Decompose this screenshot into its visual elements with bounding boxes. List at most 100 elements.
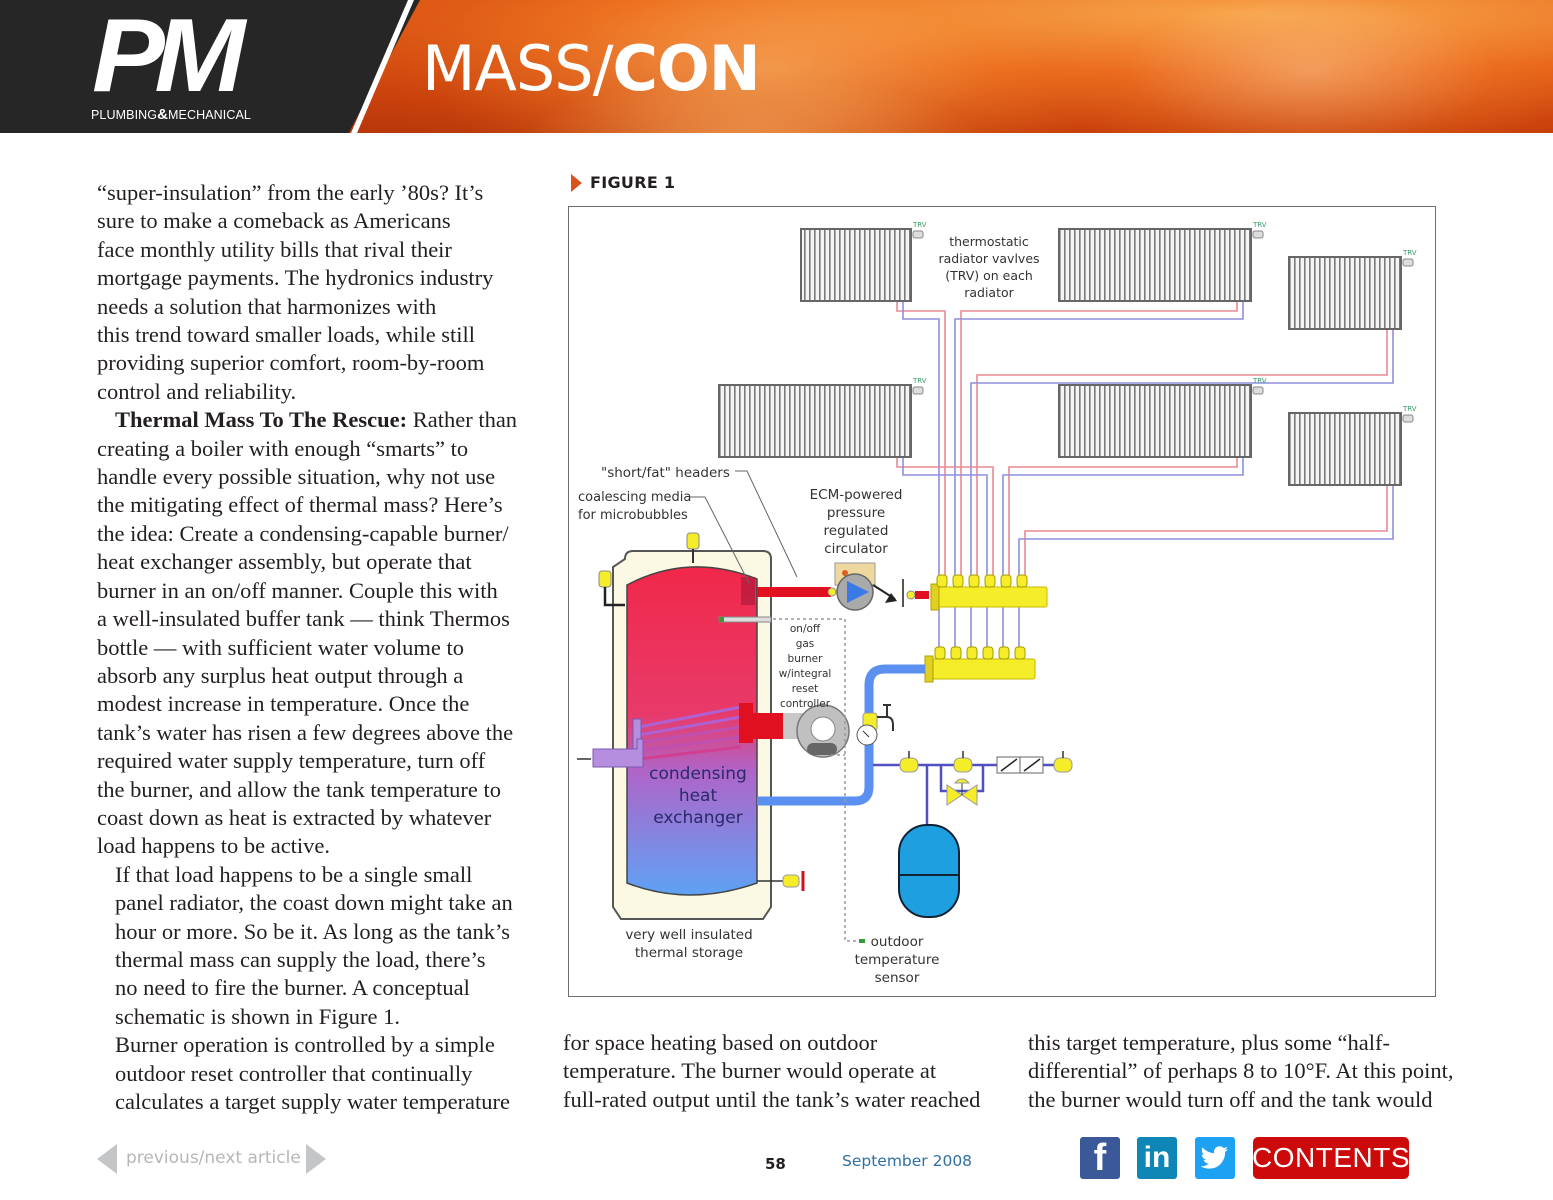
- figure-heading: FIGURE 1: [571, 173, 675, 192]
- svg-text:outdoor: outdoor: [871, 934, 924, 950]
- trv-valve-icon: [912, 230, 924, 239]
- manifold-port: [936, 574, 948, 588]
- circulator-label: ECM-powered pressure regulated circulato…: [810, 487, 903, 557]
- panel-radiator: TRV: [1058, 377, 1267, 458]
- panel-radiator: TRV: [1058, 221, 1267, 302]
- banner-decoration: [1050, 0, 1553, 133]
- trv-valve-icon: [1252, 230, 1264, 239]
- relief-valve-icon: [598, 570, 612, 588]
- text-line: hour or more. So be it. As long as the t…: [115, 918, 510, 944]
- trv-valve-icon: [1402, 258, 1414, 267]
- text-line: the mitigating effect of thermal mass? H…: [97, 492, 503, 518]
- text-line: tank’s water has risen a few degrees abo…: [97, 719, 514, 745]
- trv-valve-icon: [1402, 414, 1414, 423]
- svg-text:heat: heat: [679, 786, 718, 806]
- heat-exchanger-coil: [632, 705, 742, 766]
- trv-note-label: thermostatic radiator vavlves (TRV) on e…: [938, 234, 1039, 300]
- svg-text:gas: gas: [796, 638, 815, 650]
- svg-text:on/off: on/off: [790, 623, 821, 635]
- svg-text:radiator vavlves: radiator vavlves: [938, 251, 1039, 266]
- buffer-tank: [626, 566, 758, 896]
- text-line: the burner, and allow the tank temperatu…: [97, 776, 501, 802]
- heat-exchanger-label: condensing heat exchanger: [649, 764, 747, 828]
- coalescing-label: coalescing media for microbubbles: [578, 490, 691, 523]
- contents-button[interactable]: CONTENTS: [1252, 1137, 1410, 1179]
- article-right-column: this target temperature, plus some “half…: [1028, 1029, 1478, 1114]
- text-line: heat exchanger assembly, but operate tha…: [97, 549, 472, 575]
- linkedin-share-button[interactable]: in: [1137, 1137, 1177, 1179]
- text-line: calculates a target supply water tempera…: [115, 1089, 511, 1114]
- distribution-tubing: [896, 301, 1394, 659]
- text-line: no need to fire the burner. A conceptual: [115, 975, 470, 1001]
- svg-text:thermostatic: thermostatic: [949, 234, 1029, 249]
- supply-tube: [1024, 485, 1388, 587]
- figure-title: FIGURE 1: [590, 173, 676, 192]
- outdoor-sensor-icon: [859, 939, 865, 943]
- svg-text:reset: reset: [792, 683, 819, 695]
- sensor-label: outdoor temperature sensor: [855, 934, 940, 986]
- text-line: modest increase in temperature. Once the: [97, 691, 470, 717]
- paragraph: If that load happens to be a single smal…: [97, 861, 537, 1031]
- trv-valve-icon: [912, 386, 924, 395]
- text-line: coast down as heat is extracted by whate…: [97, 804, 492, 830]
- previous-next-article-link[interactable]: previous/next article: [126, 1148, 301, 1168]
- return-tube: [902, 457, 988, 659]
- next-article-arrow-icon[interactable]: [306, 1144, 326, 1174]
- facebook-icon: f: [1093, 1136, 1107, 1179]
- text-line: this target temperature, plus some “half…: [1028, 1030, 1390, 1055]
- leader-line: [735, 470, 798, 578]
- pm-logo-subtitle: PLUMBING&MECHANICAL: [91, 106, 251, 123]
- column-title-light: MASS/: [422, 32, 614, 105]
- manifold-port: [950, 646, 962, 660]
- panel-radiator: TRV: [718, 377, 927, 458]
- text-line: full-rated output until the tank’s water…: [563, 1086, 981, 1112]
- manifold-port: [934, 646, 946, 660]
- manifold-port: [952, 574, 964, 588]
- manifold-port: [998, 646, 1010, 660]
- text-line: outdoor reset controller that continuall…: [115, 1060, 473, 1086]
- paragraph: “super-insulation” from the early ’80s? …: [97, 179, 537, 406]
- text-line: thermal mass can supply the load, there’…: [115, 946, 486, 972]
- return-tube: [954, 301, 1244, 659]
- trv-tag: TRV: [1402, 405, 1417, 413]
- text-line: the burner would turn off and the tank w…: [1028, 1086, 1433, 1112]
- text-line: this trend toward smaller loads, while s…: [97, 322, 476, 348]
- text-line: schematic is shown in Figure 1.: [115, 1003, 400, 1029]
- text-line: a well-insulated buffer tank — think The…: [97, 606, 510, 632]
- column-title: MASS/CON: [422, 32, 761, 105]
- supply-tube: [976, 329, 1388, 587]
- burner-label: on/off gas burner w/integral reset contr…: [779, 623, 832, 710]
- supply-tube: [960, 301, 1238, 587]
- return-manifold: [924, 646, 1036, 683]
- flue-outlet: [592, 738, 644, 768]
- manifold-port: [1014, 646, 1026, 660]
- air-vent-icon: [686, 532, 700, 550]
- ball-valve-icon: [1053, 757, 1073, 773]
- pm-logo: PM: [92, 0, 245, 114]
- ball-valve-icon: [953, 757, 973, 773]
- paragraph-text: Rather than: [407, 407, 518, 433]
- svg-text:burner: burner: [788, 653, 824, 665]
- svg-text:pressure: pressure: [827, 505, 885, 521]
- text-line: load happens to be active.: [97, 833, 331, 859]
- previous-article-arrow-icon[interactable]: [97, 1144, 117, 1174]
- page-number: 58: [765, 1155, 786, 1173]
- trv-valve-icon: [1252, 386, 1264, 395]
- supply-manifold: [930, 574, 1048, 611]
- svg-text:very well insulated: very well insulated: [625, 927, 752, 943]
- text-line: needs a solution that harmonizes with: [97, 293, 437, 319]
- text-line: sure to make a comeback as Americans: [97, 208, 451, 234]
- text-line: If that load happens to be a single smal…: [115, 861, 473, 887]
- supply-header-pipe: [757, 587, 831, 597]
- return-tube: [902, 301, 940, 659]
- panel-radiator: TRV: [1288, 405, 1417, 486]
- tank-sensor-well: [718, 616, 772, 623]
- trv-tag: TRV: [1402, 249, 1417, 257]
- twitter-share-button[interactable]: [1195, 1137, 1235, 1179]
- facebook-share-button[interactable]: f: [1080, 1137, 1120, 1179]
- paragraph: Thermal Mass To The Rescue: Rather than: [97, 406, 537, 434]
- svg-text:radiator: radiator: [964, 285, 1014, 300]
